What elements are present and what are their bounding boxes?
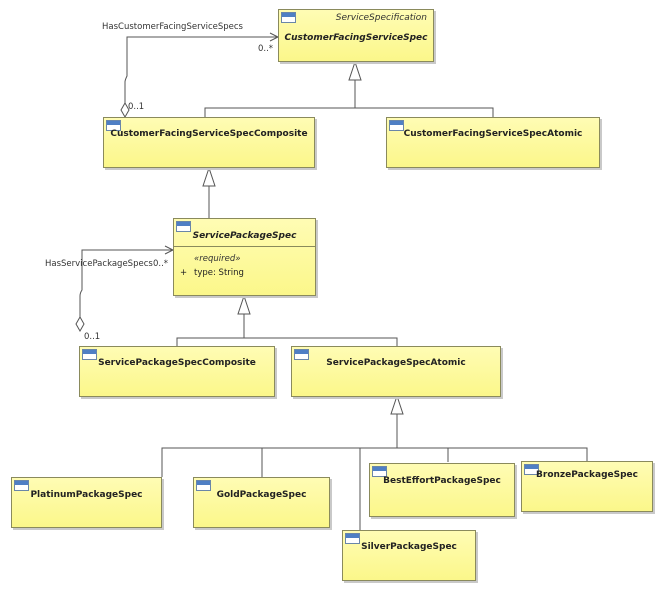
class-customer-facing-service-spec-atomic[interactable]: CustomerFacingServiceSpecAtomic (386, 117, 600, 168)
stereotype-label: ServiceSpecification (335, 13, 427, 23)
attribute-type: + type: String (180, 268, 244, 278)
class-best-effort-package-spec[interactable]: BestEffortPackageSpec (369, 463, 515, 517)
assoc-has-cfss-target-multiplicity: 0..* (258, 44, 274, 54)
class-bronze-package-spec[interactable]: BronzePackageSpec (521, 461, 653, 512)
class-icon (372, 466, 387, 477)
gen-sps-children-triangle (237, 294, 251, 315)
class-service-package-spec-atomic[interactable]: ServicePackageSpecAtomic (291, 346, 501, 397)
gen-leaf-triangle (390, 394, 404, 415)
class-icon (196, 480, 211, 491)
class-customer-facing-service-spec-composite[interactable]: CustomerFacingServiceSpecComposite (103, 117, 315, 168)
class-silver-package-spec[interactable]: SilverPackageSpec (342, 530, 476, 581)
class-customer-facing-service-spec[interactable]: ServiceSpecification CustomerFacingServi… (278, 9, 434, 62)
gen-cfss-triangle (348, 60, 362, 81)
class-icon (345, 533, 360, 544)
assoc-has-cfss-source-multiplicity: 0..1 (128, 102, 145, 112)
class-gold-package-spec[interactable]: GoldPackageSpec (193, 477, 330, 528)
class-platinum-package-spec[interactable]: PlatinumPackageSpec (11, 477, 162, 528)
class-compartment-divider (174, 246, 315, 247)
class-name: CustomerFacingServiceSpec (284, 33, 428, 43)
class-name: ServicePackageSpec (192, 231, 297, 241)
class-icon (14, 480, 29, 491)
assoc-has-cfss-line (124, 36, 278, 103)
assoc-has-sps-line (79, 249, 173, 317)
class-name: PlatinumPackageSpec (30, 490, 143, 500)
assoc-has-sps-label: HasServicePackageSpecs (45, 259, 153, 269)
attribute-text: type: String (194, 268, 244, 278)
class-name: ServicePackageSpecAtomic (326, 358, 466, 368)
class-icon (82, 349, 97, 360)
class-icon (389, 120, 404, 131)
class-icon (294, 349, 309, 360)
assoc-has-sps-target-multiplicity: 0..* (153, 259, 169, 269)
class-name: GoldPackageSpec (216, 490, 307, 500)
class-icon (176, 221, 191, 232)
class-service-package-spec[interactable]: ServicePackageSpec «required» + type: Str… (173, 218, 316, 296)
class-name: BestEffortPackageSpec (383, 476, 501, 486)
assoc-has-cfss-label: HasCustomerFacingServiceSpecs (102, 22, 243, 32)
gen-leaf-tree (161, 414, 588, 530)
attribute-stereotype: «required» (194, 254, 241, 264)
gen-cfss-tree (204, 80, 494, 117)
gen-sps-children-tree (176, 314, 398, 346)
class-name: BronzePackageSpec (536, 470, 638, 480)
class-service-package-spec-composite[interactable]: ServicePackageSpecComposite (79, 346, 275, 397)
class-name: CustomerFacingServiceSpecComposite (110, 129, 308, 139)
gen-sps-triangle (202, 166, 216, 187)
class-icon (106, 120, 121, 131)
class-icon (281, 12, 296, 23)
assoc-has-sps-source-multiplicity: 0..1 (84, 332, 101, 342)
assoc-has-sps-diamond (75, 315, 85, 333)
class-name: CustomerFacingServiceSpecAtomic (403, 129, 583, 139)
class-icon (524, 464, 539, 475)
class-name: SilverPackageSpec (361, 542, 457, 552)
attribute-visibility: + (180, 268, 188, 278)
class-name: ServicePackageSpecComposite (98, 358, 256, 368)
